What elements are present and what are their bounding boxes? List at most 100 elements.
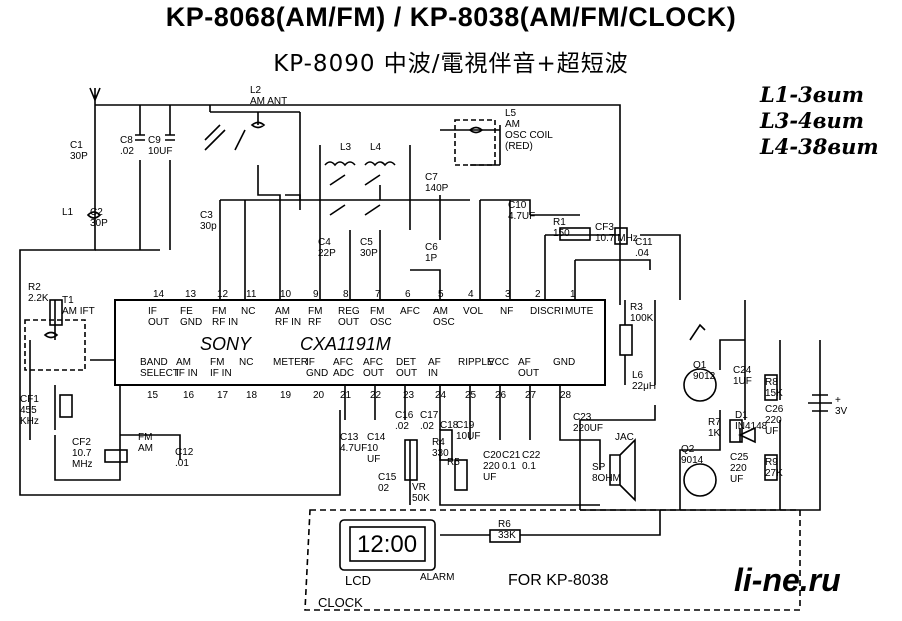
ic-pin-label: IF IN (210, 368, 232, 379)
label-r7: R7 (708, 417, 721, 428)
ic-pin-label: OUT (363, 368, 384, 379)
label-r9: 27K (765, 468, 783, 479)
ic-pin-label: IF IN (176, 368, 198, 379)
ic-pin-label: RIPPLE (458, 357, 494, 368)
label-r2: R2 (28, 282, 41, 293)
label-c26: 220 (765, 415, 782, 426)
label-l5: AM (505, 119, 520, 130)
ic-pin-label: FM (370, 306, 384, 317)
inductor-l3-l4 (324, 161, 396, 167)
label-l5: OSC COIL (505, 130, 553, 141)
ic-pin-label: GND (306, 368, 328, 379)
label-c9: C9 (148, 135, 161, 146)
ic-pin-label: AM (275, 306, 290, 317)
t1-shield (24, 319, 86, 371)
ic-pin-label: OUT (396, 368, 417, 379)
filter-cf3 (614, 227, 628, 245)
label-l2: L2 (250, 85, 262, 96)
resistor-r1 (559, 227, 591, 241)
ic-pin-label: OUT (148, 317, 169, 328)
ic-pin-label: GND (180, 317, 202, 328)
label-c13: 4.7UF (340, 443, 367, 454)
label-l6: L6 (632, 370, 644, 381)
ic-pin-label: AFC (400, 306, 420, 317)
watermark: li-ne.ru (734, 562, 841, 598)
diagram-title: KP-8068(AM/FM) / KP-8038(AM/FM/CLOCK) (165, 2, 737, 32)
label-c20: 220 (483, 461, 500, 472)
ic-pin-number: 28 (560, 390, 572, 401)
label-c23: C23 (573, 412, 592, 423)
ic-pin-label: FE (180, 306, 193, 317)
label-sp: SP (592, 462, 606, 473)
label-c23: 220UF (573, 423, 603, 434)
label-cf1: CF1 (20, 394, 39, 405)
label-l4: L4 (370, 142, 382, 153)
transformer-t1 (43, 331, 59, 339)
ic-pin-label: BAND (140, 357, 168, 368)
label-c12: .01 (175, 458, 189, 469)
ic-maker: SONY (200, 334, 253, 354)
ic-pin-number: 24 (435, 390, 447, 401)
ic-pin-number: 23 (403, 390, 415, 401)
speaker-sp (609, 438, 636, 502)
ic-pin-label: OSC (433, 317, 455, 328)
filter-cf1 (59, 394, 73, 418)
label-c19: C19 (456, 420, 475, 431)
label-kp8038: FOR KP-8038 (508, 572, 609, 589)
label-t1: AM IFT (62, 306, 95, 317)
ic-pin-number: 16 (183, 390, 195, 401)
ic-pin-number: 12 (217, 289, 229, 300)
ic-pin-number: 8 (343, 289, 349, 300)
transistor-q1 (683, 368, 717, 402)
label-c5: 30P (360, 248, 378, 259)
label-c7: 140P (425, 183, 449, 194)
resistor-r5 (454, 459, 468, 491)
label-cf1: 455 (20, 405, 37, 416)
ic-pin-label: IF (148, 306, 157, 317)
label-c8: .02 (120, 146, 134, 157)
ic-pin-label: DET (396, 357, 416, 368)
label-r5: R5 (447, 457, 460, 468)
inductor-l2 (250, 121, 266, 129)
label-c10: 4.7UF (508, 211, 535, 222)
transistor-q2 (683, 463, 717, 497)
label-c11: .04 (635, 248, 649, 259)
label-cf1: KHz (20, 416, 39, 427)
label-l2: AM ANT (250, 96, 287, 107)
ic-pin-label: FM (308, 306, 322, 317)
diode-d1 (738, 426, 756, 444)
label-c25: C25 (730, 452, 749, 463)
label-c10: C10 (508, 200, 527, 211)
label-vr: 50K (412, 493, 430, 504)
ic-pin-label: AFC (333, 357, 353, 368)
ic-pin-label: FM (210, 357, 224, 368)
label-cf2: 10.7 (72, 448, 92, 459)
ic-pin-label: RF IN (212, 317, 238, 328)
label-sw: FM (138, 432, 152, 443)
label-lcd: LCD (345, 573, 371, 588)
label-c14: C14 (367, 432, 386, 443)
resistor-r9 (764, 454, 778, 481)
ic-pin-label: AF (518, 357, 531, 368)
ic-pin-number: 6 (405, 289, 411, 300)
label-r8: R8 (765, 377, 778, 388)
label-c22: C22 (522, 450, 541, 461)
ic-pin-label: IF (306, 357, 315, 368)
label-r2: 2.2K (28, 293, 49, 304)
label-q1: Q1 (693, 360, 707, 371)
label-c3: C3 (200, 210, 213, 221)
lcd-time: 12:00 (357, 531, 417, 558)
tuning-capacitors (204, 124, 246, 151)
label-l5: (RED) (505, 141, 533, 152)
trimmer-capacitors (329, 174, 381, 216)
label-c2: C2 (90, 207, 103, 218)
ic-pin-label: REG (338, 306, 360, 317)
label-c26: UF (765, 426, 778, 437)
label-r3: R3 (630, 302, 643, 313)
label-c4: 22P (318, 248, 336, 259)
label-c19: 10UF (456, 431, 480, 442)
label-c21: C21 (502, 450, 521, 461)
label-l5: L5 (505, 108, 517, 119)
label-jack: JAC (615, 432, 634, 443)
